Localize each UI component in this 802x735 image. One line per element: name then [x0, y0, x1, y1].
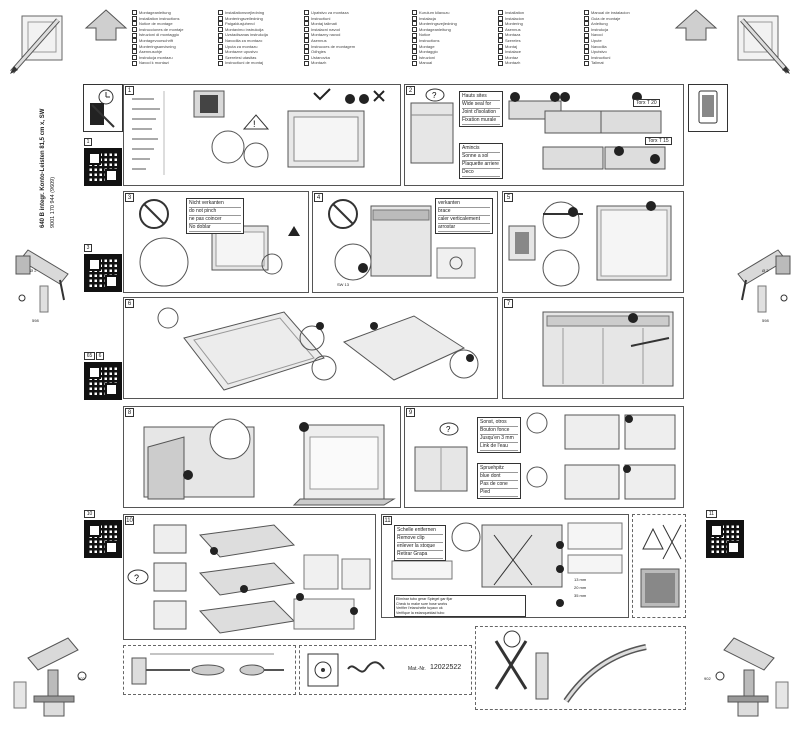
step-8-illustration — [143, 418, 396, 506]
step-2-illustration: ? — [410, 88, 666, 170]
step-number: 5 — [504, 193, 513, 202]
pliers-instruction-panel — [475, 626, 686, 710]
panel11-dim-3: 35 mm — [574, 593, 587, 598]
qr-code-10[interactable] — [84, 520, 122, 558]
step-number: 8 — [125, 408, 134, 417]
phone-box — [688, 84, 728, 132]
torx-t15-label: Torx T 15 — [645, 137, 672, 145]
warning-cabinet-panel — [632, 514, 686, 618]
qr-label-3: 3 — [84, 244, 92, 252]
drill-diameter-left: Ø 2 — [30, 268, 37, 273]
svg-text:?: ? — [432, 91, 437, 100]
step-11-illustration — [391, 522, 623, 607]
step-7-illustration — [542, 311, 674, 387]
drill-dim-bottom-left: 902 — [78, 676, 85, 681]
pencil-cabinet-icon-left — [10, 15, 63, 74]
step-number: 1 — [125, 86, 134, 95]
panel11-dim-1: 13 mm — [574, 577, 587, 582]
up-arrow-icon-left — [84, 9, 128, 41]
torx-t20-label: Torx T 20 — [633, 99, 660, 107]
step-5-illustration — [508, 201, 672, 287]
pencil-cabinet-icon-right — [737, 15, 790, 74]
mat-nr-label: Mat.-Nr. — [408, 666, 426, 672]
qr-code-11[interactable] — [706, 520, 744, 558]
language-list-3: Upatstvo za montaza Instructiuni Montaj … — [304, 10, 388, 78]
language-list-4: Kurulum kilavuzu Instalacja Monteringsve… — [412, 10, 496, 78]
qr-label-11: 11 — [706, 510, 717, 518]
step-6-illustration — [157, 307, 479, 391]
step-number: 3 — [125, 193, 134, 202]
drill-diameter-right: Ø 2 — [762, 268, 769, 273]
qr-label-6: 6 — [96, 352, 104, 360]
hose-dimensions-panel — [123, 645, 296, 695]
drill-dim-right: 598 — [762, 318, 769, 323]
part-number: 9001 170 944 (9609) — [50, 176, 56, 228]
panel-step-1: 1 ! — [123, 84, 401, 186]
step-number: 10 — [125, 516, 134, 525]
qr-label-65: 65 — [84, 352, 95, 360]
drill-icon-left — [15, 249, 69, 313]
panel-step-10: 10 ? — [123, 514, 376, 640]
step-number: 11 — [383, 516, 392, 525]
drill-icon-right — [737, 249, 791, 313]
step-number: 9 — [406, 408, 415, 417]
part-number-panel: Mat.-Nr. 12022522 — [299, 645, 472, 695]
qr-label-1: 1 — [84, 138, 92, 146]
sw13-label: SW 13 — [337, 282, 350, 287]
language-list-2: Installationsvejledning Monteringsveiled… — [218, 10, 302, 78]
qr-label-10: 10 — [84, 510, 95, 518]
panel-step-8: 8 — [123, 406, 401, 508]
svg-text:?: ? — [446, 425, 451, 434]
step-1-illustration: ! — [132, 88, 385, 175]
drill-dim-bottom-right: 902 — [704, 676, 711, 681]
panel-step-5: 5 — [502, 191, 684, 293]
panel-step-6: 6 — [123, 297, 498, 399]
document-title: 640 B integr. Konto-Leisten 81,5 cm x, S… — [40, 108, 46, 228]
tools-box — [83, 84, 123, 132]
qr-code-6[interactable] — [84, 362, 122, 400]
language-list-6: Manual de instalacion Guia de montaje An… — [584, 10, 668, 78]
panel11-dim-2: 20 mm — [574, 585, 587, 590]
step-9-illustration: ? — [414, 412, 676, 500]
language-list-5: Installation Instalacion Montering Asenn… — [498, 10, 582, 78]
panel11-warning: Eliminar tubo gerar Spiegel gar fijar Ch… — [394, 595, 526, 617]
language-list-1: Montageanleitung Installation instructio… — [132, 10, 216, 78]
step-4-illustration — [328, 199, 476, 281]
drill-icon-bottom-left — [13, 637, 87, 717]
svg-text:?: ? — [134, 573, 139, 583]
qr-code-1[interactable] — [84, 148, 122, 186]
drill-icon-bottom-right — [715, 637, 789, 717]
step-10-illustration: ? — [127, 524, 371, 634]
svg-text:!: ! — [253, 119, 256, 129]
mat-nr-code: 12022522 — [430, 664, 462, 671]
step-number: 2 — [406, 86, 415, 95]
step-number: 7 — [504, 299, 513, 308]
step-number: 4 — [314, 193, 323, 202]
drill-dim-left: 598 — [32, 318, 39, 323]
qr-code-3[interactable] — [84, 254, 122, 292]
step-number: 6 — [125, 299, 134, 308]
up-arrow-icon-right — [674, 9, 718, 41]
panel-step-7: 7 — [502, 297, 684, 399]
